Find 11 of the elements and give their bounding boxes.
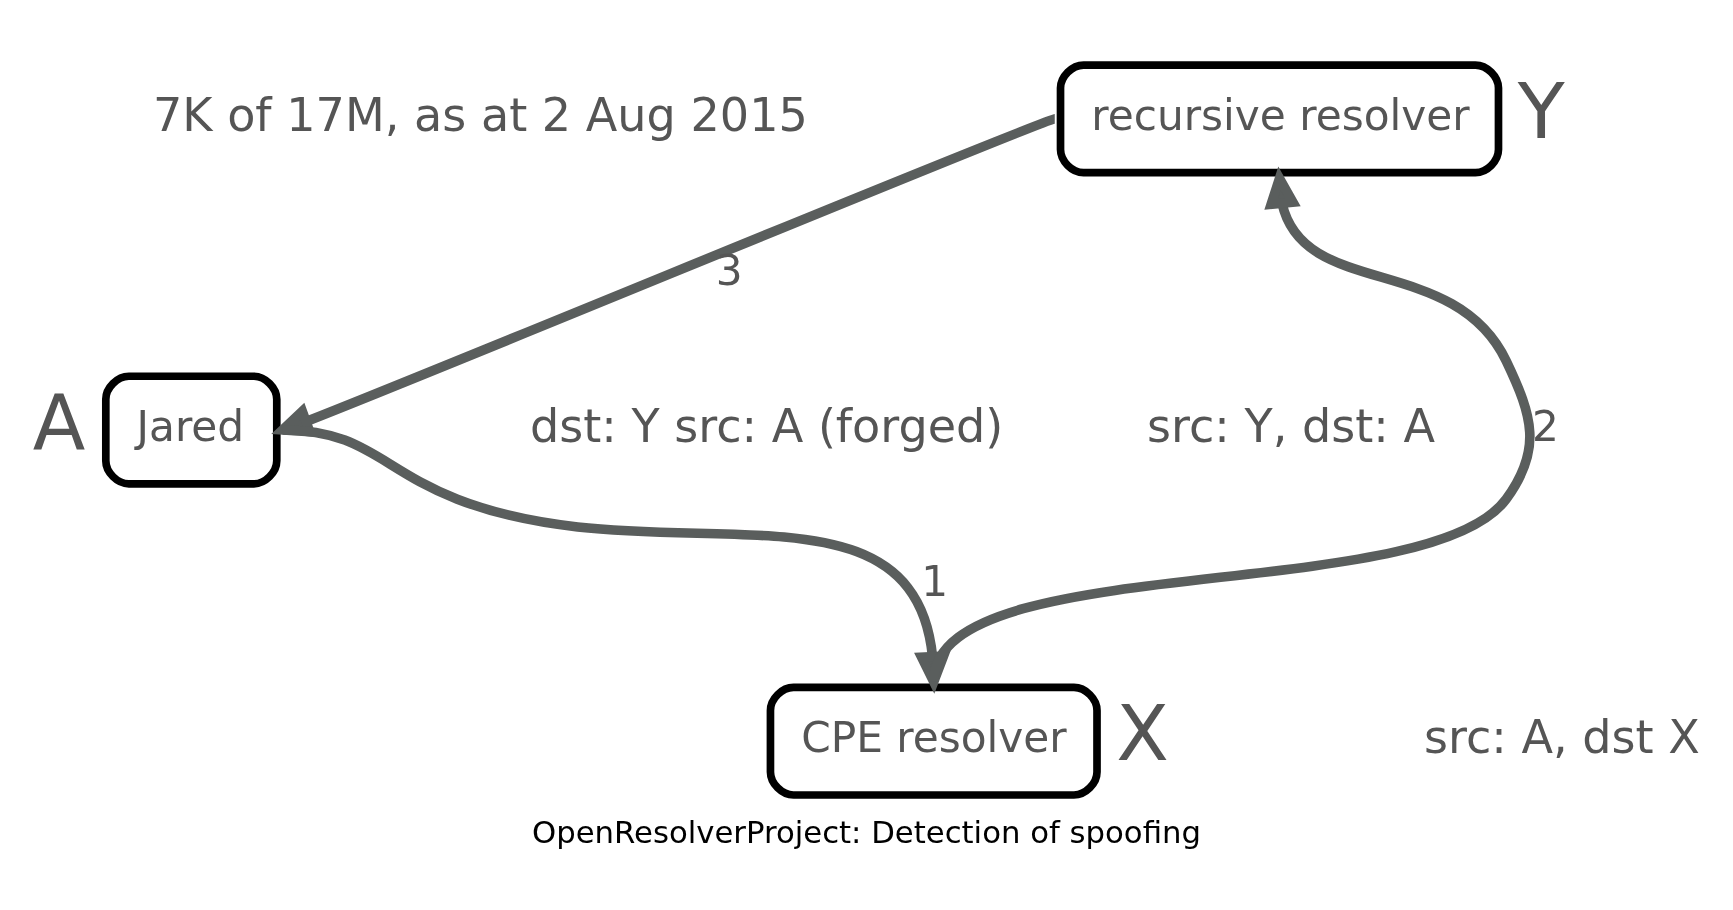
label: dst: Y src: A (forged) [529,398,1004,453]
node-label: X [1116,689,1169,779]
node-label: Y [1517,67,1565,157]
node-label: A [32,378,86,468]
label: src: Y, dst: A [1147,398,1436,453]
edge-label: 3 [715,246,743,296]
edge-label: 2 [1532,401,1559,451]
caption: OpenResolverProject: Detection of spoofing [532,813,1201,850]
label: src: A, dst X [1423,710,1700,765]
edge-label: 1 [921,557,949,607]
label: 7K of 17M, as at 2 Aug 2015 [152,87,808,142]
